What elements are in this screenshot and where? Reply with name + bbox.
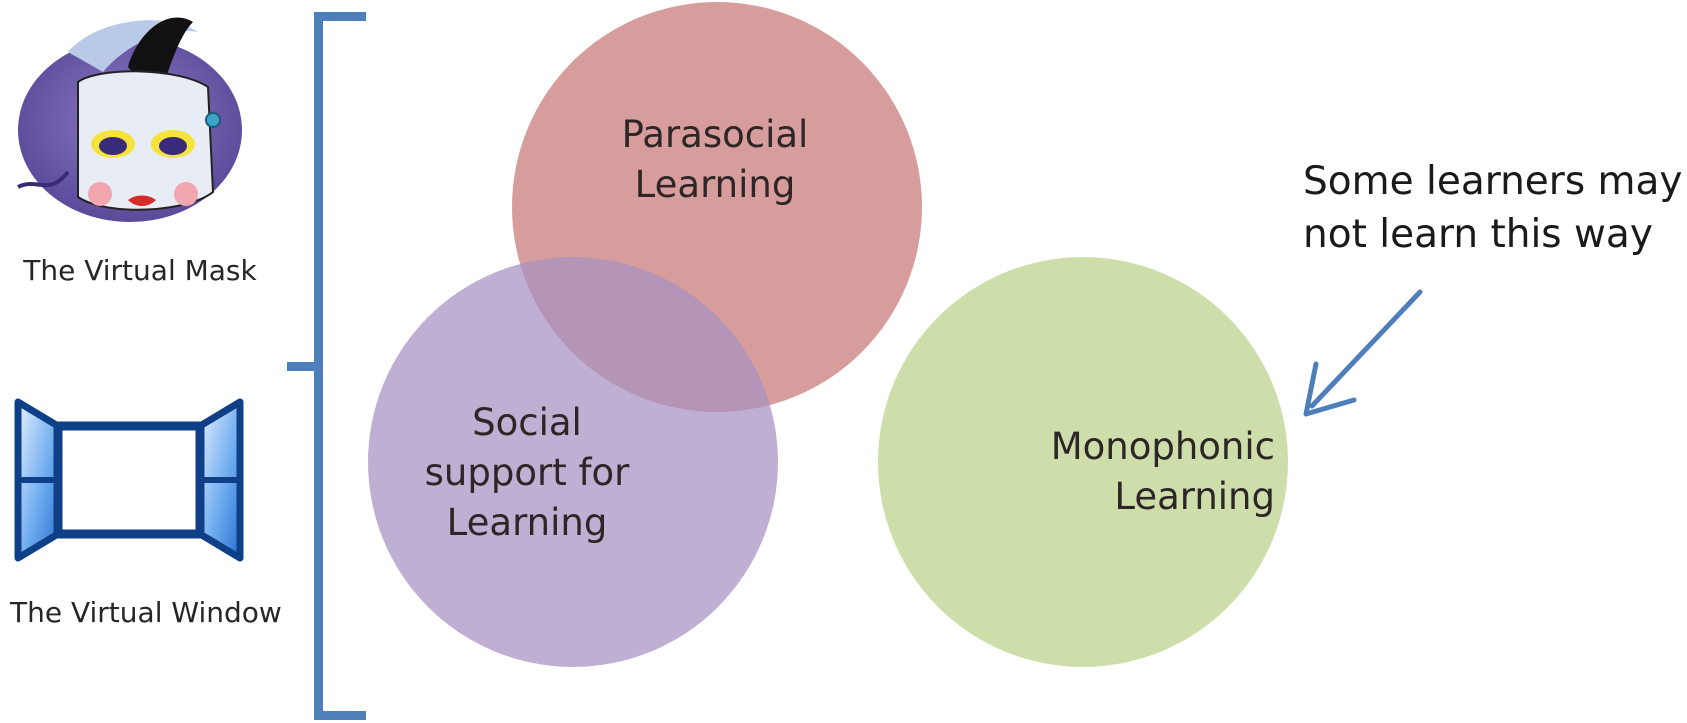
window-icon: [14, 398, 244, 562]
circle-social: [368, 257, 778, 667]
mask-label: The Virtual Mask: [23, 254, 257, 287]
mask-icon: [8, 12, 248, 224]
circle-parasocial-label: Parasocial Learning: [621, 113, 809, 206]
bracket-middle-tick: [287, 362, 323, 371]
arrow-icon: [1303, 289, 1423, 417]
circle-monophonic-label: Monophonic Learning: [1050, 425, 1275, 518]
bracket-top-tick: [314, 12, 366, 21]
circle-monophonic: [878, 257, 1288, 667]
bracket-bottom-tick: [314, 711, 366, 720]
window-label: The Virtual Window: [10, 596, 282, 629]
circle-social-label: Social support for Learning: [424, 401, 630, 544]
note-text: Some learners may not learn this way: [1303, 159, 1683, 257]
